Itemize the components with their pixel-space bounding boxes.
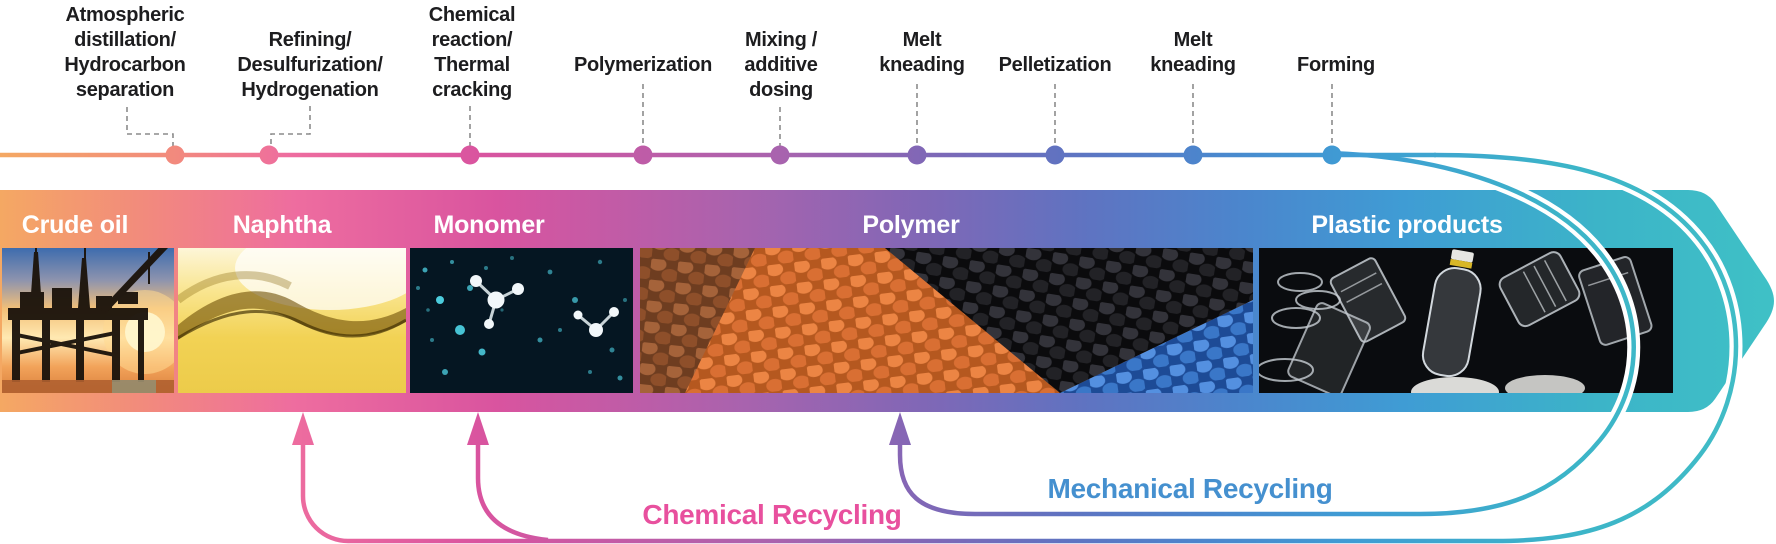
process-step-label: Atmospheric distillation/ Hydrocarbon se…	[64, 4, 186, 101]
mechanical-recycling-label: Mechanical Recycling	[1047, 473, 1333, 504]
process-step-label: Forming	[1297, 54, 1375, 76]
timeline-dot	[1183, 145, 1203, 165]
timeline-dots	[165, 145, 1342, 165]
process-step-label: Mixing / additive dosing	[744, 29, 818, 101]
process-step-label: Melt kneading	[879, 29, 965, 76]
recycle-arrow-up	[292, 412, 314, 445]
recycle-arrow-up	[467, 412, 489, 445]
chemical-recycling-path	[300, 152, 1739, 544]
photo-plastic-products	[1259, 248, 1673, 393]
timeline-dot	[770, 145, 790, 165]
timeline-dot	[259, 145, 279, 165]
dashed-connector	[126, 107, 174, 147]
timeline-dot	[165, 145, 185, 165]
process-step-label: Melt kneading	[1150, 29, 1236, 76]
timeline-dot	[907, 145, 927, 165]
process-step-label: Refining/ Desulfurization/ Hydrogenation	[237, 29, 383, 101]
stage-label-naphtha: Naphtha	[232, 211, 332, 239]
stage-label-polymer: Polymer	[862, 211, 960, 239]
timeline-dot	[633, 145, 653, 165]
timeline-dot	[1322, 145, 1342, 165]
timeline-dot	[460, 145, 480, 165]
photo-naphtha	[178, 248, 406, 393]
dashed-connectors	[126, 84, 1333, 147]
process-step-label: Pelletization	[998, 54, 1112, 76]
photo-polymer	[640, 248, 1253, 393]
bottle-shape	[1421, 249, 1482, 378]
mechanical-recycling-path	[897, 150, 1636, 517]
chemical-recycling-branch	[475, 441, 549, 543]
stage-label-crude-oil: Crude oil	[21, 211, 129, 239]
timeline-dot	[1045, 145, 1065, 165]
dashed-connector	[270, 106, 311, 147]
recycle-arrowheads	[292, 412, 911, 445]
recycle-arrow-up	[889, 412, 911, 445]
process-step-label: Chemical reaction/ Thermal cracking	[428, 4, 516, 101]
stage-label-monomer: Monomer	[433, 211, 545, 239]
process-step-label: Polymerization	[573, 54, 713, 76]
stage-label-plastic-products: Plastic products	[1311, 211, 1503, 239]
photo-monomer	[410, 248, 633, 393]
photo-crude-oil	[2, 248, 174, 393]
chemical-recycling-label: Chemical Recycling	[642, 499, 902, 530]
